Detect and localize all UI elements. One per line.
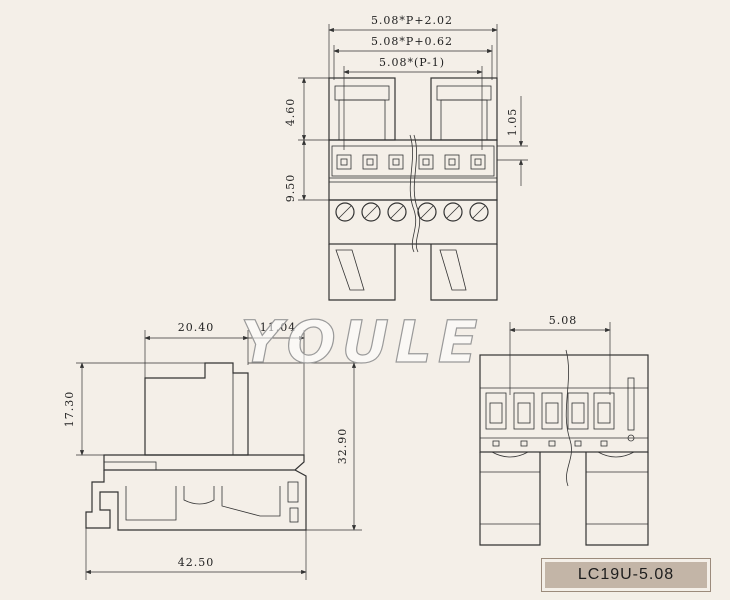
side-view: 20.40 11.04 17.30 32.90 42.50 <box>63 321 362 580</box>
dim-side-height-small: 17.30 <box>63 391 76 428</box>
dim-top-overall: 5.08*P+2.02 <box>371 14 453 27</box>
watermark-logo: YOULE <box>241 308 484 376</box>
dim-side-left-width: 20.40 <box>178 321 215 334</box>
dim-top-height-upper: 4.60 <box>284 98 297 127</box>
dim-front-pitch: 5.08 <box>549 314 578 327</box>
dim-top-height-lower: 9.50 <box>284 174 297 203</box>
dim-side-height-total: 32.90 <box>336 428 349 465</box>
dim-side-base-width: 42.50 <box>178 556 215 569</box>
clamp-openings <box>485 392 615 430</box>
model-label-box: LC19U-5.08 <box>541 558 711 592</box>
dim-top-pitch-span: 5.08*(P-1) <box>379 56 445 69</box>
top-view: 5.08*P+2.02 5.08*P+0.62 5.08*(P-1) 4.60 … <box>284 14 528 301</box>
dim-top-inner: 5.08*P+0.62 <box>371 35 453 48</box>
terminal-squares <box>336 154 486 170</box>
front-view: 5.08 <box>479 314 649 546</box>
terminal-screws <box>335 202 489 222</box>
dim-top-right: 1.05 <box>506 108 519 137</box>
model-label-text: LC19U-5.08 <box>545 562 707 588</box>
dim-side-right-width: 11.04 <box>260 321 297 334</box>
